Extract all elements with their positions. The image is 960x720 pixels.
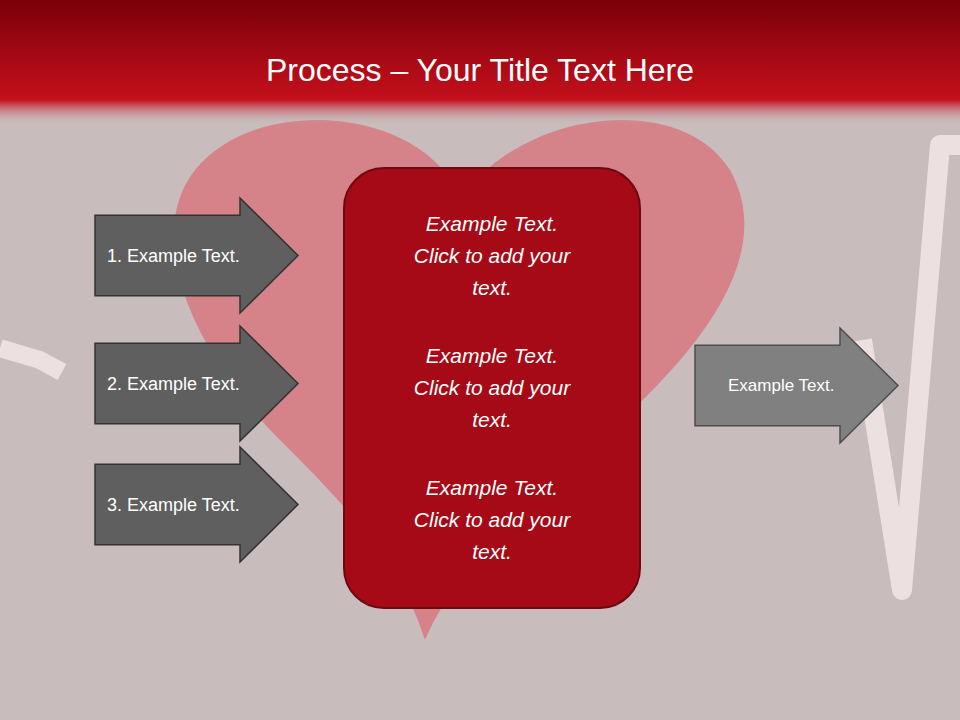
process-box: Example Text. Click to add your text. Exa… <box>344 168 640 608</box>
body-text: Example Text. Click to add your text. <box>407 340 577 436</box>
header-bar <box>0 0 960 125</box>
arrow-label: 2. Example Text. <box>107 373 240 395</box>
body-text: Example Text. Click to add your text. <box>407 208 577 304</box>
box-outline <box>344 168 640 608</box>
arrow-outline <box>95 447 298 562</box>
body-text: Example Text. Click to add your text. <box>407 472 577 568</box>
arrow-label: 1. Example Text. <box>107 245 240 267</box>
arrow-label: Example Text. <box>728 375 834 397</box>
chalk-line <box>0 348 62 372</box>
arrow-outline <box>95 198 298 313</box>
arrow-box: 1. Example Text. <box>95 198 298 313</box>
arrow-outline <box>695 328 898 443</box>
arrow-box: Example Text. <box>695 328 898 443</box>
arrow-box: 3. Example Text. <box>95 447 298 562</box>
arrow-label: 3. Example Text. <box>107 494 240 516</box>
arrow-outline <box>95 326 298 441</box>
slide-title: Process – Your Title Text Here <box>0 50 960 90</box>
arrow-box: 2. Example Text. <box>95 326 298 441</box>
